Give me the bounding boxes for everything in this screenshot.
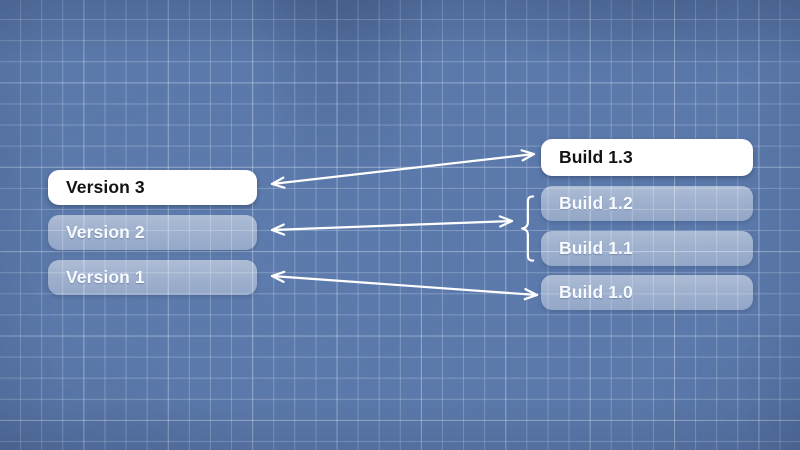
node-build-1-1[interactable]: Build 1.1 (541, 231, 753, 266)
node-version-1[interactable]: Version 1 (48, 260, 257, 295)
node-label-version-3: Version 3 (66, 177, 145, 197)
node-build-1-0[interactable]: Build 1.0 (541, 275, 753, 310)
node-version-3[interactable]: Version 3 (48, 170, 257, 205)
node-label-build-1-1: Build 1.1 (559, 238, 633, 258)
node-label-version-1: Version 1 (66, 267, 145, 287)
node-label-build-1-0: Build 1.0 (559, 282, 633, 302)
node-version-2[interactable]: Version 2 (48, 215, 257, 250)
node-build-1-3[interactable]: Build 1.3 (541, 139, 753, 176)
node-label-build-1-2: Build 1.2 (559, 193, 633, 213)
node-label-version-2: Version 2 (66, 222, 145, 242)
node-label-build-1-3: Build 1.3 (559, 147, 633, 167)
node-build-1-2[interactable]: Build 1.2 (541, 186, 753, 221)
grouping-brace (520, 195, 535, 262)
